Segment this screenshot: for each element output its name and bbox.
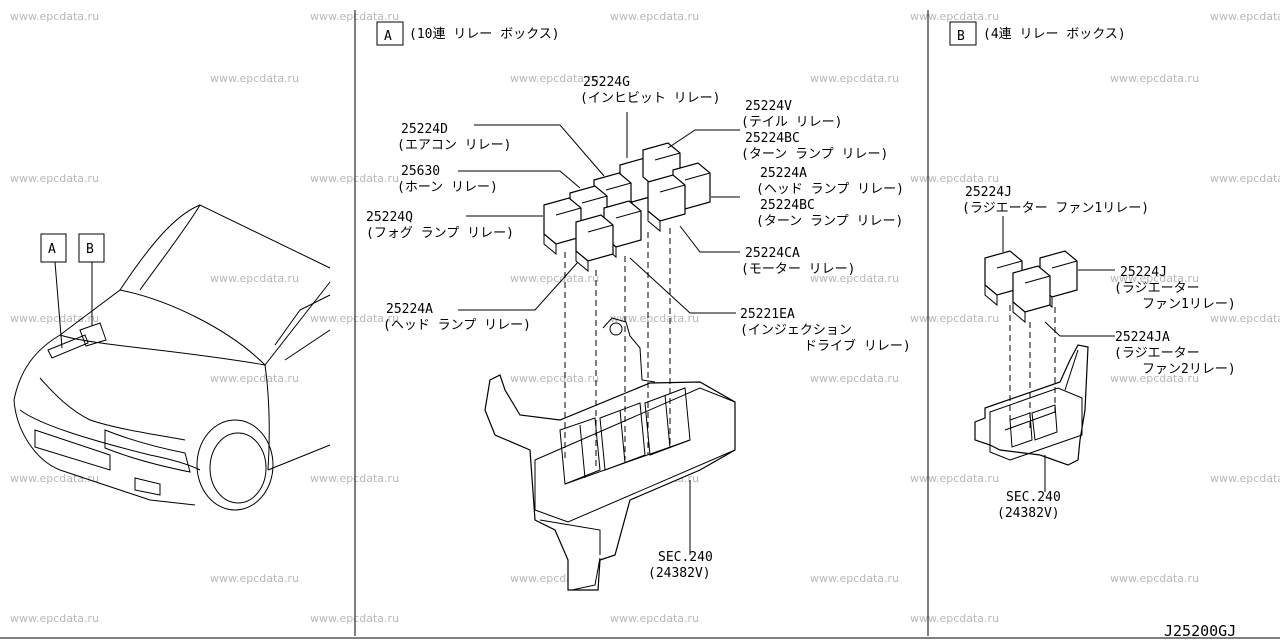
callout-25224a-1-part: 25224A [760, 166, 807, 181]
callout-25224bc-1-desc: (ターン ランプ リレー) [741, 147, 888, 162]
panel-b-badge: B [957, 29, 965, 44]
svg-text:www.epcdata.ru: www.epcdata.ru [610, 312, 699, 325]
svg-text:www.epcdata.ru: www.epcdata.ru [910, 10, 999, 23]
svg-text:www.epcdata.ru: www.epcdata.ru [1110, 72, 1199, 85]
svg-text:www.epcdata.ru: www.epcdata.ru [1210, 472, 1280, 485]
svg-text:www.epcdata.ru: www.epcdata.ru [910, 472, 999, 485]
callout-25221ea-desc-2: ドライブ リレー) [804, 338, 911, 354]
svg-text:www.epcdata.ru: www.epcdata.ru [810, 272, 899, 285]
callout-25224a-1-desc: (ヘッド ランプ リレー) [756, 182, 904, 197]
svg-text:www.epcdata.ru: www.epcdata.ru [10, 312, 99, 325]
location-b-marker [78, 233, 105, 263]
panel-b-title: (4連 リレー ボックス) [983, 27, 1126, 42]
location-a-label: A [48, 242, 56, 257]
svg-text:www.epcdata.ru: www.epcdata.ru [810, 72, 899, 85]
svg-text:www.epcdata.ru: www.epcdata.ru [210, 272, 299, 285]
svg-text:www.epcdata.ru: www.epcdata.ru [510, 272, 599, 285]
callout-25224j-1-part: 25224J [965, 185, 1012, 200]
relay-box-4-housing [974, 344, 1089, 466]
callout-25630-part: 25630 [401, 164, 440, 179]
svg-text:www.epcdata.ru: www.epcdata.ru [910, 312, 999, 325]
callout-25224d-part: 25224D [401, 122, 448, 137]
relay-guides-b [1009, 305, 1056, 430]
panel-a-leaders [458, 112, 740, 555]
callout-25224j-1-desc: (ラジエーター ファン1リレー) [962, 201, 1149, 216]
svg-text:www.epcdata.ru: www.epcdata.ru [510, 72, 599, 85]
svg-text:www.epcdata.ru: www.epcdata.ru [10, 10, 99, 23]
svg-text:www.epcdata.ru: www.epcdata.ru [1210, 312, 1280, 325]
svg-text:www.epcdata.ru: www.epcdata.ru [210, 72, 299, 85]
svg-text:www.epcdata.ru: www.epcdata.ru [1110, 572, 1199, 585]
panel-a-title: (10連 リレー ボックス) [409, 27, 560, 42]
callout-25224j-2-part: 25224J [1120, 265, 1167, 280]
panel-a-sec-ref: SEC.240 [658, 550, 713, 565]
diagram-code: J25200GJ [1164, 622, 1236, 640]
svg-text:www.epcdata.ru: www.epcdata.ru [1210, 10, 1280, 23]
relay-box-10-housing [484, 317, 736, 591]
panel-b-leaders [1002, 216, 1115, 492]
panel-a-badge: A [384, 29, 392, 44]
panel-a-sec-code: (24382V) [648, 566, 711, 581]
callout-25224ca-part: 25224CA [745, 246, 800, 261]
panel-a-badge-box [376, 21, 404, 46]
callout-25224bc-2-desc: (ターン ランプ リレー) [756, 214, 903, 229]
callout-25224a-2-part: 25224A [386, 302, 433, 317]
svg-text:www.epcdata.ru: www.epcdata.ru [1110, 272, 1199, 285]
relay-guides-a [564, 228, 671, 470]
svg-text:www.epcdata.ru: www.epcdata.ru [210, 372, 299, 385]
callout-25630-desc: (ホーン リレー) [397, 180, 498, 195]
callout-25224a-2-desc: (ヘッド ランプ リレー) [383, 318, 531, 333]
callout-25224j-2-desc-2: ファン1リレー) [1142, 297, 1236, 312]
callout-25224g-part: 25224G [583, 75, 630, 90]
panel-b-sec-ref: SEC.240 [1006, 490, 1061, 505]
callout-25224ja-desc-1: (ラジエーター [1114, 346, 1200, 361]
svg-text:www.epcdata.ru: www.epcdata.ru [910, 612, 999, 625]
panel-b-badge-box [949, 21, 977, 46]
callout-25224ja-part: 25224JA [1115, 330, 1170, 345]
svg-text:www.epcdata.ru: www.epcdata.ru [810, 372, 899, 385]
svg-text:www.epcdata.ru: www.epcdata.ru [510, 372, 599, 385]
svg-text:www.epcdata.ru: www.epcdata.ru [610, 612, 699, 625]
svg-text:www.epcdata.ru: www.epcdata.ru [1110, 372, 1199, 385]
panel-b: B (4連 リレー ボックス) 25224J (ラジエーター ファン1リレー) … [949, 21, 1236, 521]
callout-25224d-desc: (エアコン リレー) [397, 138, 511, 153]
svg-text:www.epcdata.ru: www.epcdata.ru [810, 572, 899, 585]
svg-text:www.epcdata.ru: www.epcdata.ru [610, 10, 699, 23]
svg-text:www.epcdata.ru: www.epcdata.ru [910, 172, 999, 185]
relay-25224a-lower [575, 214, 614, 273]
callout-25224bc-1-part: 25224BC [745, 131, 800, 146]
panel-a: A (10連 リレー ボックス) [366, 21, 911, 591]
callout-25224g-desc: (インヒビット リレー) [580, 91, 720, 106]
callout-25224q-desc: (フォグ ランプ リレー) [366, 226, 514, 241]
callout-25221ea-part: 25221EA [740, 307, 795, 322]
svg-text:www.epcdata.ru: www.epcdata.ru [1210, 172, 1280, 185]
location-b-label: B [86, 242, 94, 257]
callout-25224q-part: 25224Q [366, 210, 413, 225]
svg-text:www.epcdata.ru: www.epcdata.ru [210, 572, 299, 585]
panel-b-sec-code: (24382V) [997, 506, 1060, 521]
callout-25221ea-desc-1: (インジェクション [740, 323, 852, 338]
leader-a [54, 261, 63, 349]
car-body-drawing [13, 204, 331, 511]
location-a-marker [40, 233, 67, 263]
relay-25224ja [1012, 265, 1051, 324]
svg-text:www.epcdata.ru: www.epcdata.ru [10, 172, 99, 185]
svg-text:www.epcdata.ru: www.epcdata.ru [10, 612, 99, 625]
callout-25224v-part: 25224V [745, 99, 792, 114]
callout-25224bc-2-part: 25224BC [760, 198, 815, 213]
callout-25224ja-desc-2: ファン2リレー) [1142, 362, 1236, 377]
callout-25224ca-desc: (モーター リレー) [741, 262, 855, 277]
callout-25224j-2-desc-1: (ラジエーター [1114, 281, 1200, 296]
relay-25224a-upper [647, 174, 686, 233]
car-overview: A B [13, 204, 331, 511]
callout-25224v-desc: (テイル リレー) [741, 115, 842, 130]
